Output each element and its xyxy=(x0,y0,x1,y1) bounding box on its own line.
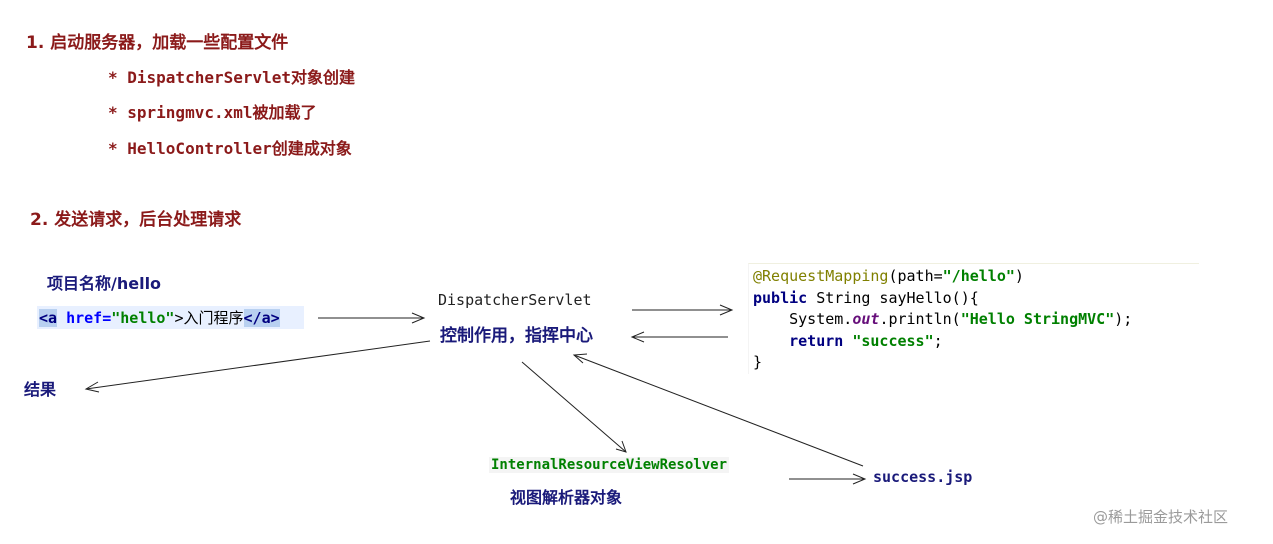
view-resolver-label: InternalResourceViewResolver xyxy=(489,457,730,473)
arrow-jsp-to-dispatcher xyxy=(572,353,864,467)
arrow-dispatcher-to-controller xyxy=(632,304,734,316)
step2-heading: 2. 发送请求，后台处理请求 xyxy=(30,210,242,230)
anchor-open-tag: <a xyxy=(39,309,58,327)
arrow-link-to-dispatcher xyxy=(318,312,426,324)
bullet-text: 对象创建 xyxy=(291,68,356,87)
arrow-dispatcher-to-result xyxy=(84,340,431,393)
arrow-resolver-to-jsp xyxy=(789,473,867,485)
dispatcher-servlet-label: DispatcherServlet xyxy=(438,291,592,309)
result-label: 结果 xyxy=(24,380,57,399)
arrow-controller-to-dispatcher xyxy=(630,331,728,343)
html-link-snippet[interactable]: <a href="hello">入门程序</a> xyxy=(37,306,304,329)
view-resolver-desc: 视图解析器对象 xyxy=(510,488,623,507)
code-line-3: System.out.println("Hello StringMVC"); xyxy=(753,310,1133,328)
code-line-1: @RequestMapping(path="/hello") xyxy=(753,267,1024,285)
success-jsp-label: success.jsp xyxy=(873,468,973,486)
step1-item-dispatcher: * DispatcherServlet对象创建 xyxy=(108,64,355,88)
tag-close-bracket: > xyxy=(174,309,184,327)
watermark: @稀土掘金技术社区 xyxy=(1093,508,1229,526)
code-line-5: } xyxy=(753,353,763,371)
controller-code-block: @RequestMapping(path="/hello") public St… xyxy=(748,263,1199,374)
bullet-code: springmvc.xml xyxy=(127,103,253,122)
code-line-4: return "success"; xyxy=(789,332,943,350)
bullet-code: DispatcherServlet xyxy=(127,68,292,87)
bullet-code: HelloController xyxy=(127,139,272,158)
dispatcher-role-label: 控制作用，指挥中心 xyxy=(440,326,593,346)
bullet-mark: * xyxy=(108,139,128,158)
step1-item-controller: * HelloController创建成对象 xyxy=(108,135,352,159)
arrow-dispatcher-to-resolver xyxy=(521,361,627,453)
anchor-close-tag: </a> xyxy=(243,309,280,327)
code-line-2: public String sayHello(){ xyxy=(753,289,979,307)
step1-heading: 1. 启动服务器，加载一些配置文件 xyxy=(26,33,289,53)
bullet-mark: * xyxy=(108,103,128,122)
bullet-text: 被加载了 xyxy=(252,103,317,122)
bullet-mark: * xyxy=(108,68,128,87)
href-value: "hello" xyxy=(111,309,175,327)
href-attr: href= xyxy=(57,309,112,327)
project-label: 项目名称/hello xyxy=(47,274,162,293)
bullet-text: 创建成对象 xyxy=(271,139,352,158)
link-text: 入门程序 xyxy=(183,309,244,327)
step1-item-springmvc: * springmvc.xml被加载了 xyxy=(108,99,317,123)
